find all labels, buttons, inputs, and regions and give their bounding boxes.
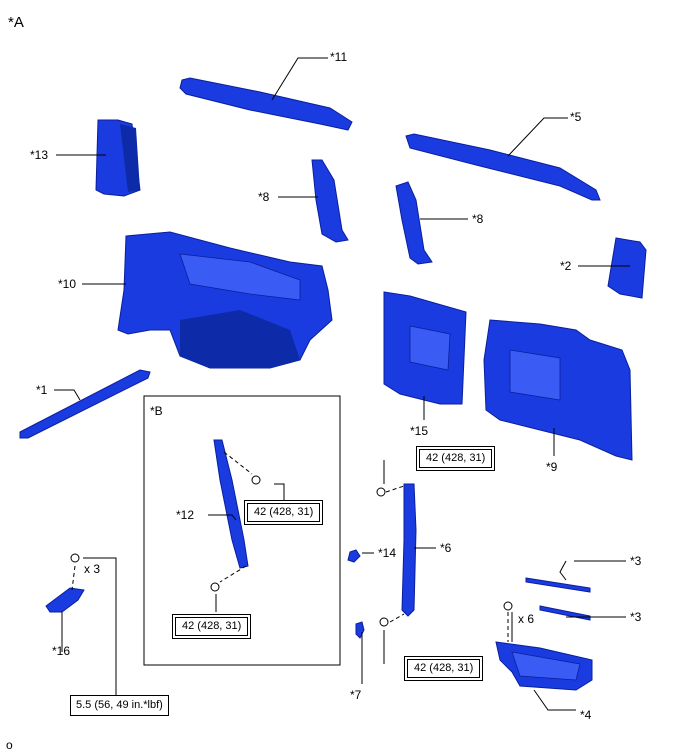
torque-value: 42 (428, 31) — [419, 449, 493, 468]
part-13-shade — [120, 124, 140, 192]
label-15: *15 — [410, 424, 429, 438]
part-15-recess — [409, 325, 451, 371]
part-16-bracket — [45, 587, 85, 613]
label-9: *9 — [546, 460, 558, 474]
label-8-left: *8 — [258, 190, 270, 204]
label-8-right: *8 — [472, 212, 484, 226]
part-10-wheelhouse — [180, 310, 300, 368]
part-14-clip — [347, 549, 361, 563]
torque-value: 42 (428, 31) — [247, 503, 321, 522]
label-2: *2 — [560, 259, 572, 273]
dashed-lines — [71, 451, 509, 642]
view-a-label: *A — [8, 14, 24, 31]
torque-value: 42 (428, 31) — [407, 659, 481, 678]
label-1: *1 — [36, 383, 48, 397]
part-12-belt — [213, 439, 249, 569]
label-14: *14 — [378, 546, 397, 560]
bolt-icons — [70, 475, 513, 627]
label-6: *6 — [440, 541, 452, 555]
view-b-label: *B — [150, 404, 163, 418]
part-8-left-pillar — [311, 159, 349, 243]
torque-value: 42 (428, 31) — [175, 617, 249, 636]
label-3-upper: *3 — [630, 554, 642, 568]
part-3-strip-upper — [525, 577, 591, 593]
torque-box-belt-lower: 42 (428, 31) — [404, 656, 484, 681]
label-7: *7 — [350, 688, 362, 702]
part-3-strip-lower — [539, 605, 591, 621]
torque-box-b-lower: 42 (428, 31) — [172, 614, 252, 639]
label-4: *4 — [580, 708, 592, 722]
part-9-recess — [509, 349, 561, 401]
footer-mark: o — [6, 738, 13, 752]
view-b-frame — [143, 395, 341, 666]
part-4-inner — [511, 651, 581, 681]
qty-clip-x3: x 3 — [84, 562, 101, 576]
label-13: *13 — [30, 148, 49, 162]
part-5-rail — [405, 133, 601, 201]
part-1-sill — [19, 369, 151, 439]
label-5: *5 — [570, 110, 582, 124]
leader-lines — [54, 57, 630, 711]
part-8-right-pillar — [395, 181, 433, 265]
torque-box-bracket: 5.5 (56, 49 in.*lbf) — [70, 695, 169, 716]
part-11-rail — [179, 77, 353, 131]
label-11: *11 — [330, 50, 348, 64]
label-3-lower: *3 — [630, 610, 642, 624]
part-6-belt — [401, 483, 417, 617]
label-10: *10 — [58, 277, 77, 291]
torque-box-belt-upper: 42 (428, 31) — [416, 446, 496, 471]
label-16: *16 — [52, 644, 71, 658]
label-12: *12 — [176, 508, 195, 522]
part-10-recess — [179, 253, 301, 301]
part-2-trim — [607, 237, 647, 299]
qty-bolt-x6: x 6 — [518, 612, 535, 626]
torque-box-b-upper: 42 (428, 31) — [244, 500, 324, 525]
part-7-clip — [355, 621, 365, 639]
